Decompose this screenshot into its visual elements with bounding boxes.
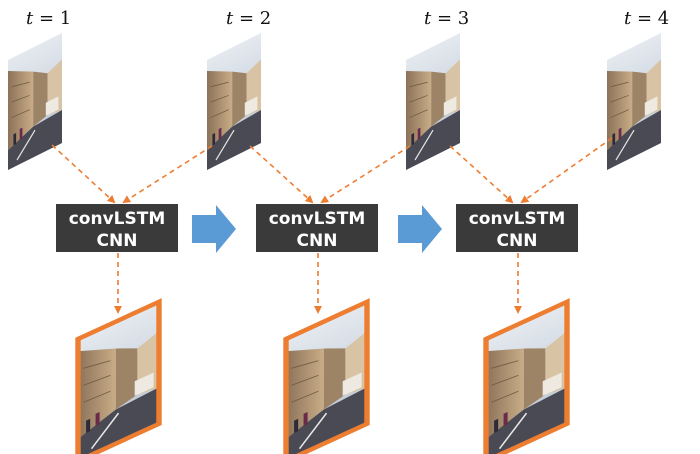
block-2-line1: convLSTM	[269, 209, 366, 229]
input-frames	[7, 32, 662, 171]
output-connectors	[114, 253, 522, 314]
block-1-box	[56, 204, 178, 252]
connector-input2-block1	[122, 145, 213, 204]
connector-input2-block2	[249, 145, 314, 204]
connector-input3-block3	[449, 145, 514, 204]
block-arrow-right-icon	[192, 205, 236, 253]
recurrent-arrows	[192, 205, 442, 253]
block-2-box	[256, 204, 378, 252]
output-frame-2-icon	[283, 298, 370, 454]
time-label-1: t = 1	[26, 8, 71, 29]
block-3-line1: convLSTM	[469, 209, 566, 229]
input-connectors	[51, 137, 613, 204]
block-2: convLSTM CNN	[256, 204, 378, 252]
input-frame-1-icon	[7, 32, 63, 171]
block-1: convLSTM CNN	[56, 204, 178, 252]
block-3-line2: CNN	[497, 231, 538, 251]
time-label-4: t = 4	[624, 8, 669, 29]
connector-input1-block1	[51, 144, 116, 204]
block-1-line1: convLSTM	[69, 209, 166, 229]
block-2-line2: CNN	[297, 231, 338, 251]
processing-blocks: convLSTM CNN convLSTM CNN convLSTM CNN	[56, 204, 578, 252]
input-frame-3-icon	[405, 32, 461, 171]
time-label-3: t = 3	[424, 8, 469, 29]
time-labels: t = 1 t = 2 t = 3 t = 4	[26, 8, 669, 29]
connector-input3-block2	[320, 145, 411, 204]
block-3-box	[456, 204, 578, 252]
input-frame-4-icon	[606, 32, 662, 171]
output-frames	[75, 298, 570, 454]
block-1-line2: CNN	[97, 231, 138, 251]
block-arrow-right-icon	[398, 205, 442, 253]
connector-input4-block3	[520, 137, 613, 204]
block-3: convLSTM CNN	[456, 204, 578, 252]
output-frame-3-icon	[483, 298, 570, 454]
output-frame-1-icon	[75, 298, 162, 454]
time-label-2: t = 2	[226, 8, 271, 29]
